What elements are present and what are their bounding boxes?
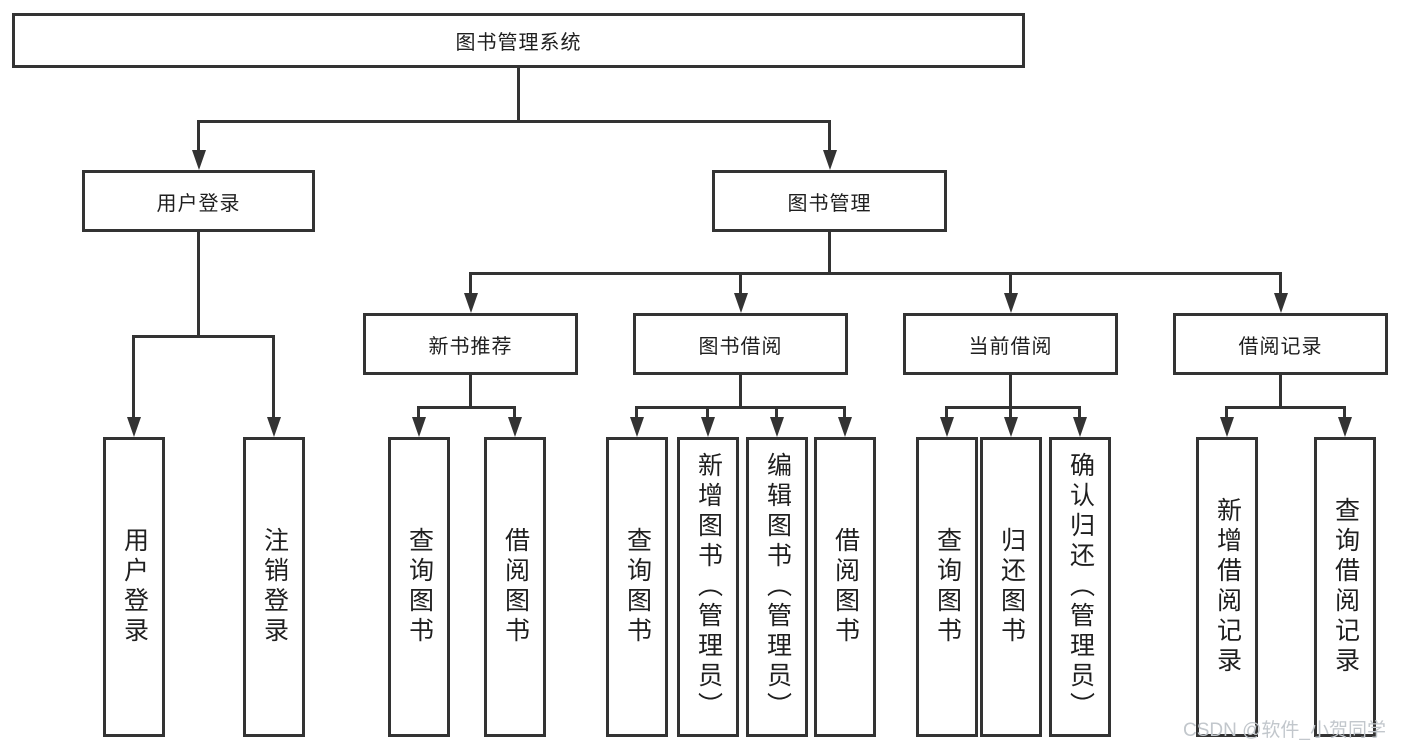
arrowhead-down-icon (1274, 293, 1288, 313)
leaf-query-borrow-record: 查询借阅记录 (1314, 437, 1376, 737)
connector-current-borrowing-stem (1009, 375, 1012, 409)
connector-borrowing-records-crossbar (1225, 406, 1346, 409)
leaf-add-books-admin: 新增图书（管理员） (677, 437, 739, 737)
arrowhead-down-icon (1004, 417, 1018, 437)
leaf-query-books-1-label: 查询图书 (405, 527, 434, 647)
connector-leaf-stem (1225, 406, 1228, 421)
node-root-label: 图书管理系统 (455, 32, 582, 54)
leaf-edit-books-admin: 编辑图书（管理员） (746, 437, 808, 737)
leaf-query-books-2-label: 查询图书 (623, 527, 652, 647)
connector-leaf-stem (1343, 406, 1346, 421)
node-book-borrowing: 图书借阅 (633, 313, 848, 375)
leaf-logout: 注销登录 (243, 437, 305, 737)
connector-leaf-stem (1009, 406, 1012, 421)
node-current-borrowing: 当前借阅 (903, 313, 1118, 375)
node-current-borrowing-label: 当前借阅 (968, 335, 1053, 358)
connector-leaf-stem (417, 406, 420, 421)
arrowhead-down-icon (508, 417, 522, 437)
node-book-borrowing-label: 图书借阅 (698, 335, 783, 358)
connector-new-book-recommend-crossbar (417, 406, 516, 409)
leaf-query-books-3: 查询图书 (916, 437, 978, 737)
connector-to-leaf-logout (272, 335, 275, 421)
arrowhead-down-icon (734, 293, 748, 313)
arrowhead-down-icon (1004, 293, 1018, 313)
connector-borrowing-records-stem (1279, 375, 1282, 409)
arrowhead-down-icon (770, 417, 784, 437)
node-root: 图书管理系统 (12, 13, 1025, 68)
arrowhead-down-icon (1073, 417, 1087, 437)
connector-to-book-borrowing (739, 272, 742, 296)
connector-to-user-login (197, 120, 200, 153)
leaf-user-login-label: 用户登录 (120, 527, 149, 647)
leaf-borrow-books-2-label: 借阅图书 (831, 527, 860, 647)
csdn-watermark: CSDN @软件_小贺同学 (1183, 720, 1386, 741)
arrowhead-down-icon (630, 417, 644, 437)
leaf-add-books-admin-label: 新增图书（管理员） (694, 452, 723, 722)
connector-user-login-crossbar (132, 335, 275, 338)
arrowhead-down-icon (127, 417, 141, 437)
leaf-confirm-return-admin: 确认归还（管理员） (1049, 437, 1111, 737)
arrowhead-down-icon (267, 417, 281, 437)
connector-to-leaf-user-login (132, 335, 135, 421)
node-new-book-recommend: 新书推荐 (363, 313, 578, 375)
connector-current-borrowing-crossbar (945, 406, 1081, 409)
arrowhead-down-icon (701, 417, 715, 437)
node-book-management: 图书管理 (712, 170, 947, 232)
node-borrowing-records: 借阅记录 (1173, 313, 1388, 375)
leaf-user-login: 用户登录 (103, 437, 165, 737)
connector-root-stem (517, 68, 520, 121)
leaf-query-books-2: 查询图书 (606, 437, 668, 737)
leaf-logout-label: 注销登录 (260, 527, 289, 647)
arrowhead-down-icon (1220, 417, 1234, 437)
connector-book-borrowing-crossbar (635, 406, 846, 409)
leaf-borrow-books-2: 借阅图书 (814, 437, 876, 737)
leaf-return-books-label: 归还图书 (997, 527, 1026, 647)
connector-to-book-management (828, 120, 831, 153)
leaf-add-borrow-record-label: 新增借阅记录 (1213, 497, 1242, 677)
connector-to-new-book-recommend (469, 272, 472, 296)
arrowhead-down-icon (940, 417, 954, 437)
arrowhead-down-icon (1338, 417, 1352, 437)
connector-leaf-stem (843, 406, 846, 421)
connector-leaf-stem (775, 406, 778, 421)
node-book-management-label: 图书管理 (787, 192, 872, 215)
leaf-confirm-return-admin-label: 确认归还（管理员） (1066, 452, 1095, 722)
arrowhead-down-icon (192, 150, 206, 170)
connector-leaf-stem (945, 406, 948, 421)
leaf-edit-books-admin-label: 编辑图书（管理员） (763, 452, 792, 722)
node-new-book-recommend-label: 新书推荐 (428, 335, 513, 358)
connector-leaf-stem (706, 406, 709, 421)
connector-book-borrowing-stem (739, 375, 742, 409)
node-user-login: 用户登录 (82, 170, 315, 232)
leaf-query-borrow-record-label: 查询借阅记录 (1331, 497, 1360, 677)
arrowhead-down-icon (412, 417, 426, 437)
connector-to-borrowing-records (1279, 272, 1282, 296)
connector-leaf-stem (1078, 406, 1081, 421)
arrowhead-down-icon (838, 417, 852, 437)
connector-to-current-borrowing (1009, 272, 1012, 296)
connector-user-login-stem (197, 232, 200, 336)
leaf-borrow-books-1: 借阅图书 (484, 437, 546, 737)
connector-book-management-crossbar (469, 272, 1282, 275)
node-user-login-label: 用户登录 (156, 192, 241, 215)
arrowhead-down-icon (464, 293, 478, 313)
connector-leaf-stem (513, 406, 516, 421)
arrowhead-down-icon (823, 150, 837, 170)
leaf-query-books-1: 查询图书 (388, 437, 450, 737)
leaf-borrow-books-1-label: 借阅图书 (501, 527, 530, 647)
connector-book-management-stem (828, 232, 831, 275)
node-borrowing-records-label: 借阅记录 (1238, 335, 1323, 358)
connector-new-book-recommend-stem (469, 375, 472, 409)
connector-leaf-stem (635, 406, 638, 421)
leaf-return-books: 归还图书 (980, 437, 1042, 737)
connector-root-crossbar (197, 120, 831, 123)
leaf-add-borrow-record: 新增借阅记录 (1196, 437, 1258, 737)
leaf-query-books-3-label: 查询图书 (933, 527, 962, 647)
